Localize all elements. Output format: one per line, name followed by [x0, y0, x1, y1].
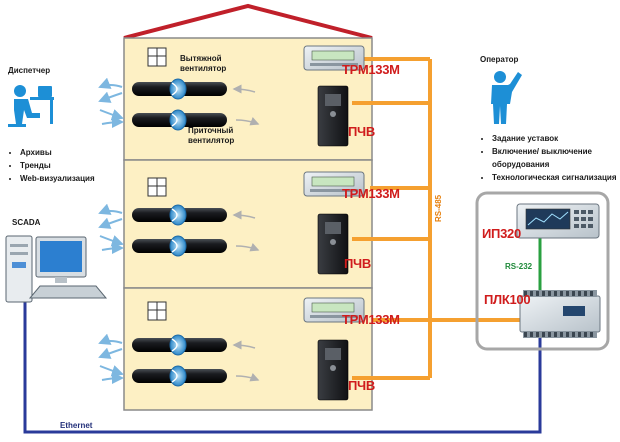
indoor-arrow [235, 117, 260, 126]
trm133m-device-1 [303, 45, 365, 71]
pchv-label-3: ПЧВ [348, 378, 375, 393]
pchv-drive-2 [317, 213, 349, 275]
airflow-arrow [99, 235, 124, 255]
dispatcher-title: Диспетчер [8, 66, 51, 75]
pchv-label-2: ПЧВ [344, 256, 371, 271]
duct-4 [99, 235, 260, 257]
window-2 [147, 177, 167, 197]
trm-label-1: ТРМ133М [342, 62, 400, 77]
airflow-arrow [99, 109, 124, 129]
fan-icon [169, 109, 187, 131]
pchv-drive-3 [317, 339, 349, 401]
exhaust-fan-label: Вытяжной вентилятор [180, 54, 227, 73]
dispatcher-function-3: Web-визуализация [20, 172, 95, 185]
trm-label-3: ТРМ133М [342, 312, 400, 327]
controller-enclosure [475, 191, 610, 351]
operator-figure [491, 71, 522, 124]
duct-5 [98, 333, 256, 359]
fan-icon [169, 334, 187, 356]
ethernet-line [23, 298, 542, 434]
ethernet-label: Ethernet [60, 421, 93, 430]
duct-3 [98, 203, 256, 229]
operator-function-2: Включение/ выключение оборудования [492, 145, 620, 171]
roof [123, 3, 373, 40]
pchv-label-1: ПЧВ [348, 124, 375, 139]
trm133m-device-3 [303, 297, 365, 323]
fan-icon [169, 78, 187, 100]
ip320-device [516, 203, 600, 239]
trm133m-device-2 [303, 171, 365, 197]
operator-function-3: Технологическая сигнализация [492, 171, 620, 184]
indoor-arrow [235, 373, 260, 382]
pchv-group [317, 85, 349, 401]
scada-computer [5, 235, 108, 303]
trm-label-2: ТРМ133М [342, 186, 400, 201]
supply-fan-label: Приточный вентилятор [188, 126, 235, 145]
operator-title: Оператор [480, 55, 519, 64]
dispatcher-function-1: Архивы [20, 146, 95, 159]
plc100-label: ПЛК100 [484, 292, 531, 307]
fan-icon [169, 204, 187, 226]
airflow-arrow [98, 203, 123, 229]
duct-6 [99, 365, 260, 387]
dispatcher-figure [8, 85, 54, 127]
duct-2 [99, 109, 260, 131]
window-3 [147, 301, 167, 321]
indoor-arrow [232, 340, 256, 350]
rs485-bus [352, 57, 520, 380]
indoor-arrow [235, 243, 260, 252]
pchv-drive-1 [317, 85, 349, 147]
operator-function-list: Задание уставокВключение/ выключение обо… [482, 132, 620, 184]
dispatcher-function-list: АрхивыТрендыWeb-визуализация [10, 146, 95, 185]
duct-1 [98, 77, 256, 103]
indoor-arrow [232, 210, 256, 220]
plc100-device [519, 290, 601, 338]
airflow-arrow [98, 333, 123, 359]
window-1 [147, 47, 167, 67]
fan-icon [169, 365, 187, 387]
fan-icon [169, 235, 187, 257]
rs232-label: RS-232 [505, 262, 533, 271]
scada-title: SCADA [12, 218, 41, 227]
trm-group [303, 45, 365, 323]
ip320-label: ИП320 [482, 226, 521, 241]
airflow-arrow [98, 77, 123, 103]
rs485-label: RS-485 [434, 194, 443, 222]
duct-group [98, 77, 260, 387]
airflow-arrow [99, 365, 124, 385]
operator-function-1: Задание уставок [492, 132, 620, 145]
dispatcher-function-2: Тренды [20, 159, 95, 172]
indoor-arrow [232, 84, 256, 94]
